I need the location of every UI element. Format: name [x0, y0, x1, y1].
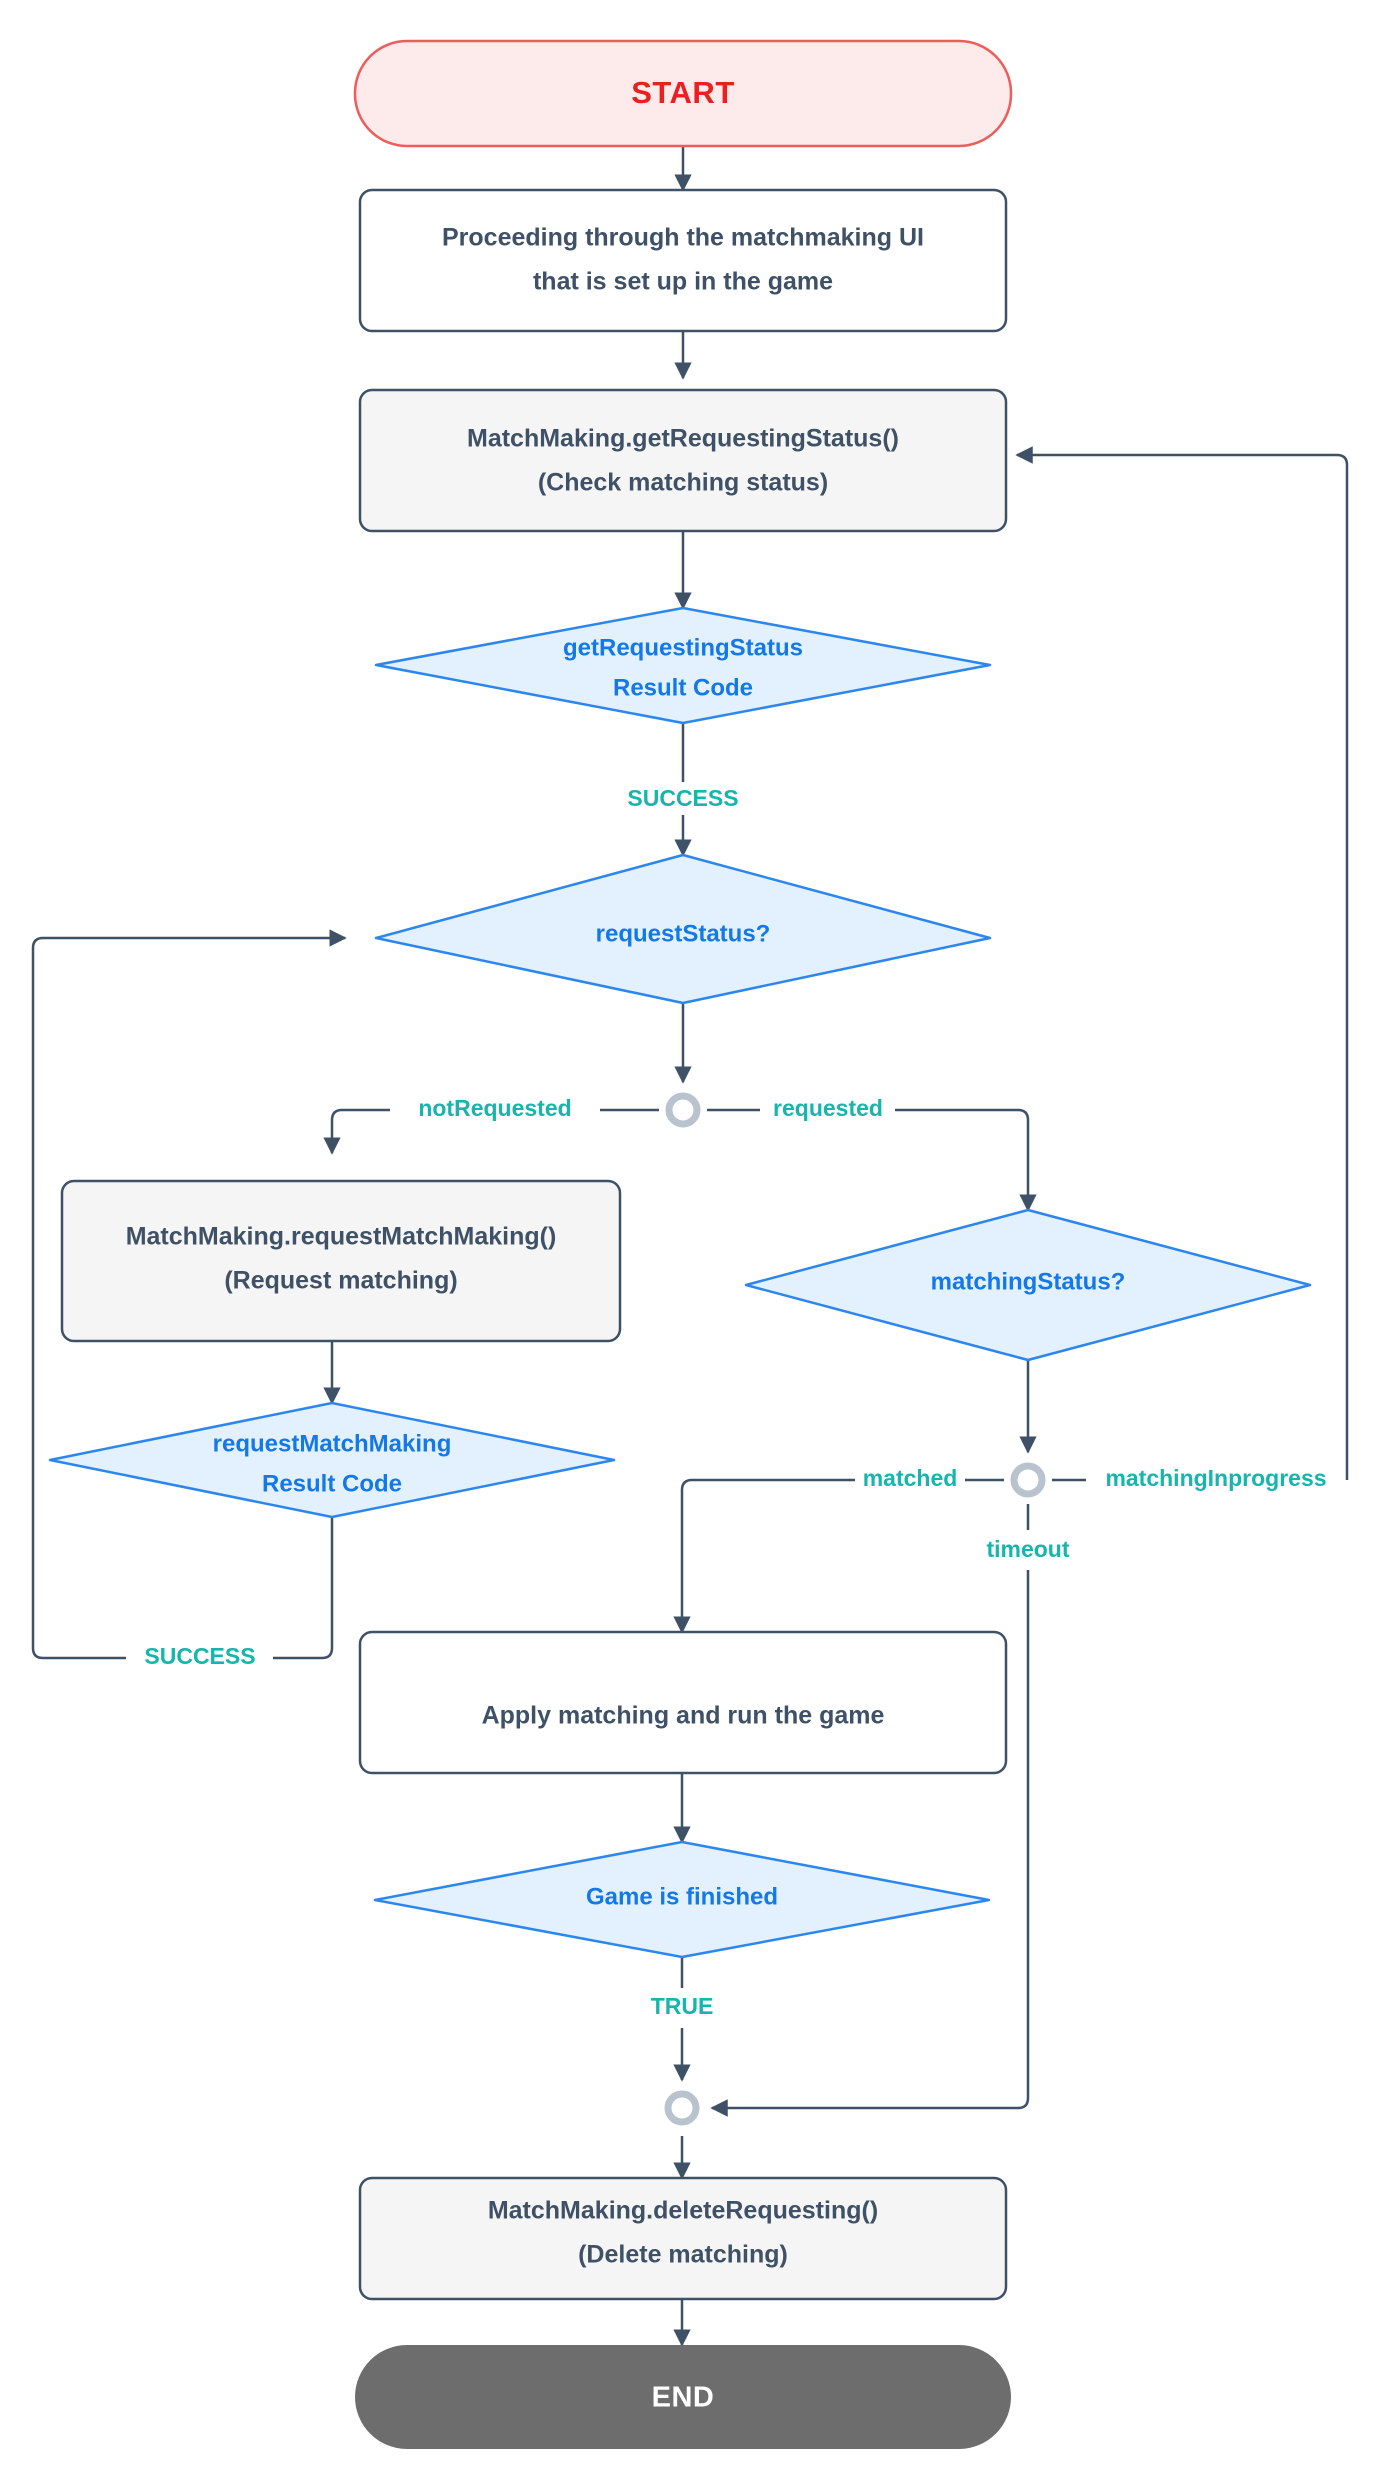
get-requesting-status-box-shape: [358, 388, 1008, 533]
node-delete-requesting[interactable]: MatchMaking.deleteRequesting() (Delete m…: [358, 2176, 1008, 2301]
not-requested-label: notRequested: [418, 1095, 571, 1121]
node-get-requesting-status-result[interactable]: getRequestingStatus Result Code: [374, 606, 992, 725]
node-apply-matching[interactable]: Apply matching and run the game: [358, 1630, 1008, 1775]
request-matchmaking-line1: MatchMaking.requestMatchMaking(): [126, 1223, 557, 1251]
matched-label: matched: [863, 1465, 958, 1491]
game-is-finished-diamond-shape: [373, 1840, 991, 1959]
connectors-layer: [31, 146, 1349, 2347]
node-request-status[interactable]: requestStatus?: [374, 853, 992, 1005]
matching-inprogress-label: matchingInprogress: [1105, 1465, 1326, 1491]
junction-circle-request-status: [665, 1092, 701, 1128]
ui-step-line2: that is set up in the game: [533, 268, 833, 296]
requested-label: requested: [773, 1095, 883, 1121]
edge-junction-requested: [707, 1108, 1028, 1210]
edge-junction-matched: [682, 1478, 1004, 1632]
node-request-matchmaking-result[interactable]: requestMatchMaking Result Code: [48, 1401, 616, 1519]
apply-matching-label: Apply matching and run the game: [482, 1702, 885, 1730]
request-matchmaking-result-diamond-shape: [48, 1401, 616, 1519]
get-status-success-label: SUCCESS: [627, 785, 738, 811]
edge-request-mm-success-loop: [31, 938, 345, 1660]
node-end[interactable]: END: [355, 2345, 1011, 2449]
request-status-label: requestStatus?: [596, 920, 771, 947]
start-pill-shape: [353, 39, 1013, 148]
delete-requesting-box-shape: [358, 2176, 1008, 2301]
request-matchmaking-line2: (Request matching): [224, 1267, 457, 1295]
matching-status-diamond-shape: [744, 1208, 1312, 1362]
request-mm-success-label: SUCCESS: [144, 1643, 255, 1669]
edge-junction-timeout: [712, 1504, 1030, 2108]
start-label: START: [631, 75, 735, 110]
get-requesting-status-line1: MatchMaking.getRequestingStatus(): [467, 425, 899, 453]
get-requesting-status-line2: (Check matching status): [538, 469, 828, 497]
node-get-requesting-status[interactable]: MatchMaking.getRequestingStatus() (Check…: [358, 388, 1008, 533]
get-requesting-status-result-diamond-shape: [374, 606, 992, 725]
junction-circle-matching-status: [1010, 1462, 1046, 1498]
timeout-label: timeout: [986, 1536, 1069, 1562]
ui-step-line1: Proceeding through the matchmaking UI: [442, 224, 924, 252]
game-true-label: TRUE: [651, 1993, 714, 2019]
game-is-finished-label: Game is finished: [586, 1883, 778, 1910]
matching-status-label: matchingStatus?: [931, 1268, 1126, 1295]
node-game-is-finished[interactable]: Game is finished: [373, 1840, 991, 1959]
end-label: END: [652, 2382, 715, 2414]
end-pill-shape: [355, 2345, 1011, 2449]
get-requesting-status-result-line1: getRequestingStatus: [563, 634, 803, 661]
junction-circle-final: [664, 2090, 700, 2126]
request-matchmaking-box-shape: [60, 1179, 622, 1343]
delete-requesting-line2: (Delete matching): [578, 2241, 788, 2269]
node-start[interactable]: START: [353, 39, 1013, 148]
ui-step-box-shape: [358, 188, 1008, 333]
node-request-matchmaking[interactable]: MatchMaking.requestMatchMaking() (Reques…: [60, 1179, 622, 1343]
node-matching-status[interactable]: matchingStatus?: [744, 1208, 1312, 1362]
request-status-diamond-shape: [374, 853, 992, 1005]
edge-label-get-status-success: SUCCESS: [610, 782, 756, 815]
get-requesting-status-result-line2: Result Code: [613, 674, 753, 701]
node-ui-step[interactable]: Proceeding through the matchmaking UI th…: [358, 188, 1008, 333]
edge-junction-matching-inprogress: [1017, 455, 1349, 1482]
edge-label-bg: [610, 782, 756, 815]
edge-junction-notrequested: [332, 1108, 659, 1153]
request-matchmaking-result-line2: Result Code: [262, 1470, 402, 1497]
apply-matching-box-shape: [358, 1630, 1008, 1775]
request-matchmaking-result-line1: requestMatchMaking: [213, 1430, 452, 1457]
delete-requesting-line1: MatchMaking.deleteRequesting(): [488, 2197, 878, 2225]
